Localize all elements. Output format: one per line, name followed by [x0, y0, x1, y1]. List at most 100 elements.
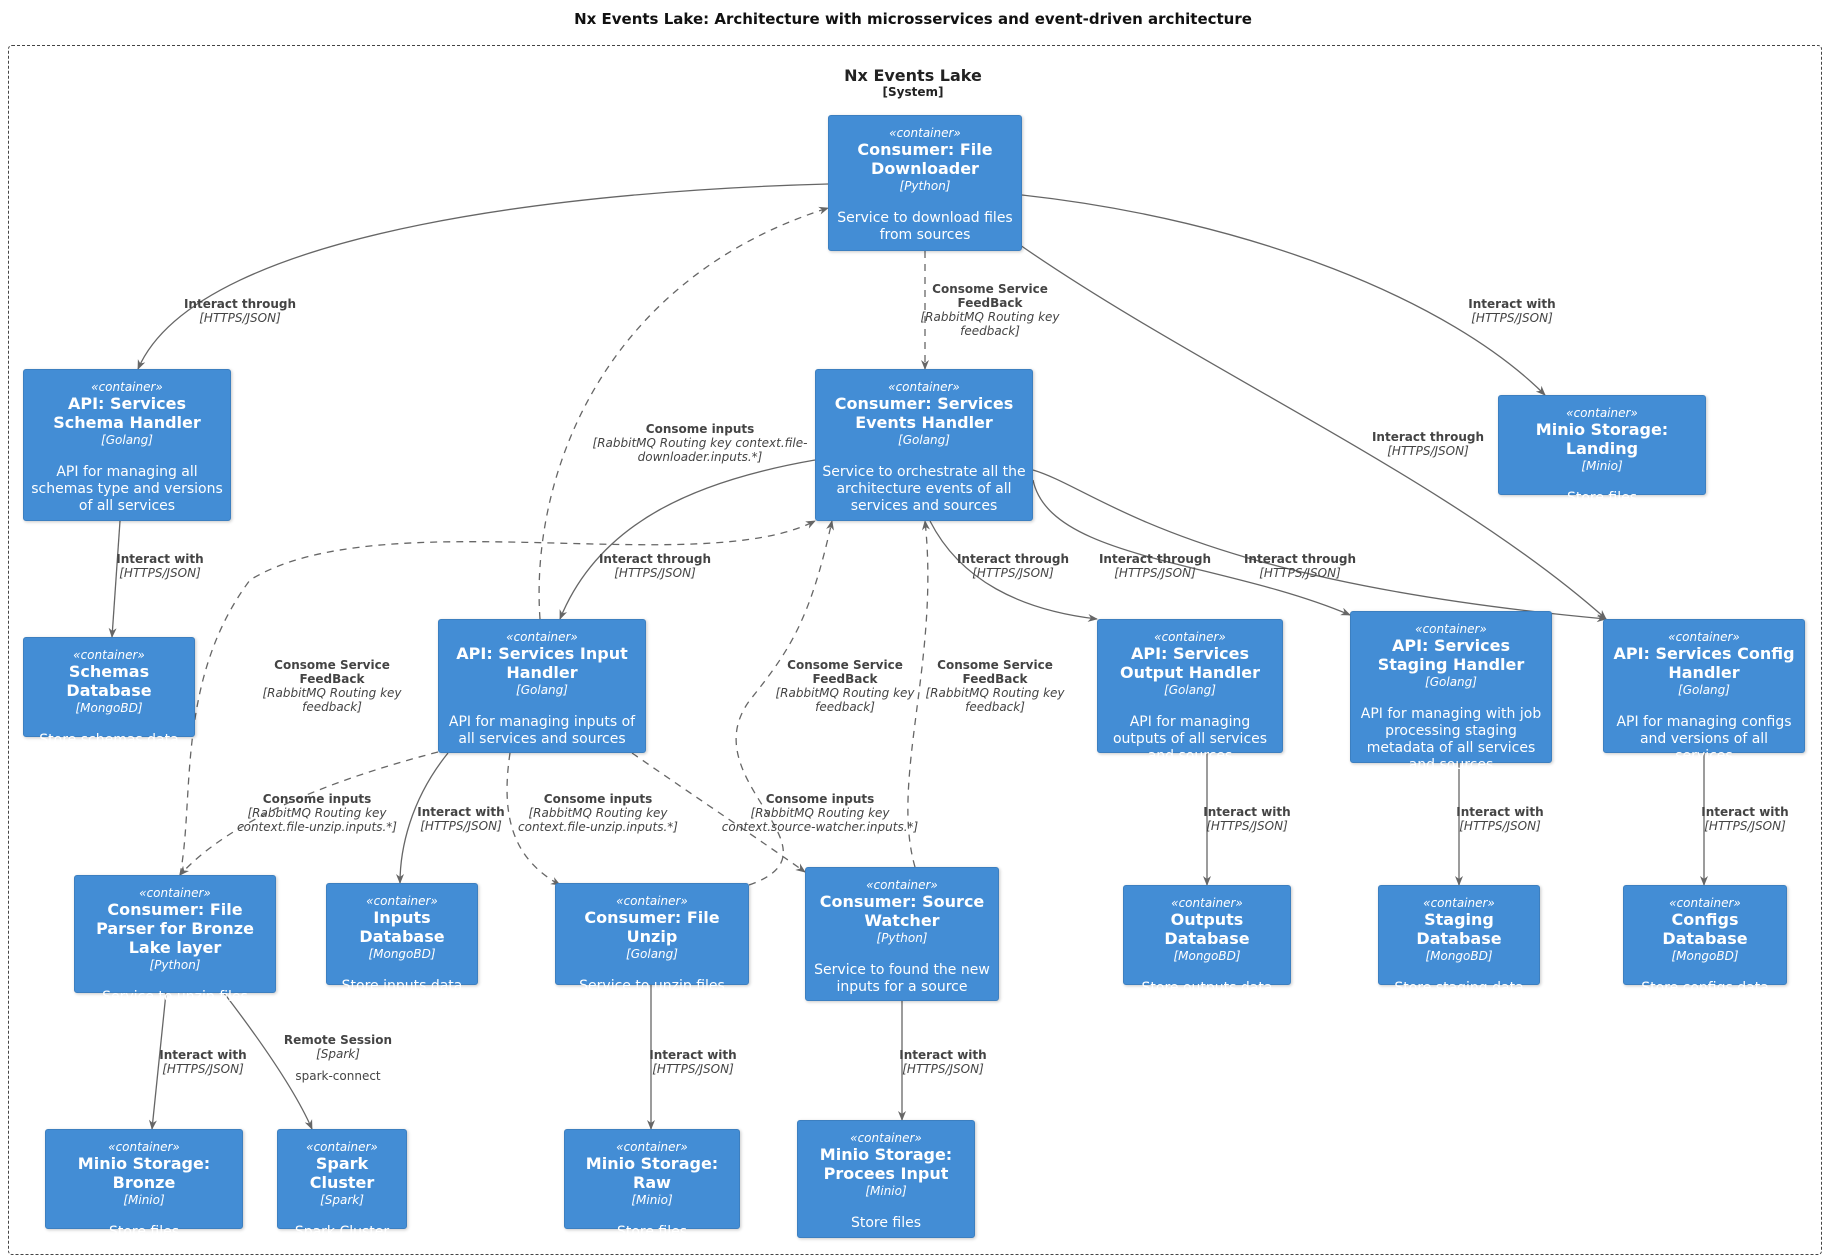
container-stereotype: «container»: [306, 1140, 378, 1154]
container-outputsdb[interactable]: «container»Outputs Database[MongoBD]Stor…: [1123, 885, 1291, 996]
container-downloader[interactable]: «container»Consumer: File Downloader[Pyt…: [828, 115, 1022, 251]
edge-label-tech: [HTTPS/JSON]: [1471, 311, 1553, 325]
container-raw[interactable]: «container»Minio Storage: Raw[Minio]Stor…: [564, 1129, 740, 1240]
edge-label-tech: [HTTPS/JSON]: [1459, 819, 1541, 833]
edge-label-extra: spark-connect: [295, 1069, 381, 1083]
container-technology: [Python]: [899, 179, 951, 193]
container-stereotype: «container»: [366, 894, 438, 908]
container-stereotype: «container»: [1415, 622, 1487, 636]
container-configsdb[interactable]: «container»Configs Database[MongoBD]Stor…: [1623, 885, 1787, 996]
container-name: Consumer: File Downloader: [857, 140, 993, 178]
edge-label: Interact with[HTTPS/JSON]: [618, 1048, 768, 1076]
container-stereotype: «container»: [1669, 896, 1741, 910]
container-technology: [Golang]: [516, 683, 568, 697]
edge-label-tech: [HTTPS/JSON]: [1387, 444, 1469, 458]
edge-events-to-output: [929, 520, 1098, 622]
container-description: API for managing outputs of all services…: [1112, 714, 1268, 764]
edge-label: Remote Session[Spark]spark-connect: [263, 1033, 413, 1083]
container-schemasdb[interactable]: «container»Schemas Database[MongoBD]Stor…: [23, 637, 195, 748]
edge-label-tech: [RabbitMQ Routing key context.file-unzip…: [518, 806, 678, 834]
container-technology: [Golang]: [1678, 683, 1730, 697]
edge-label-text: Consome inputs: [543, 792, 653, 806]
edge-label-text: Interact through: [1371, 430, 1485, 444]
edge-label-tech: [HTTPS/JSON]: [614, 566, 696, 580]
edge-label-text: Interact with: [899, 1048, 987, 1062]
diagram-title: Nx Events Lake: Architecture with micros…: [574, 10, 1252, 28]
edge-label-text: Interact with: [417, 805, 505, 819]
boundary-type: [System]: [882, 85, 944, 99]
container-technology: [MongoBD]: [75, 701, 143, 715]
container-stereotype: «container»: [1154, 630, 1226, 644]
edge-label-text: Interact with: [1468, 297, 1556, 311]
container-description: Store outputs data: [1141, 980, 1273, 996]
container-description: Store files: [850, 1215, 922, 1231]
container-watcher[interactable]: «container»Consumer: Source Watcher[Pyth…: [805, 867, 999, 1001]
edge-parser-to-spark: [223, 992, 313, 1130]
container-description: Store files: [616, 1224, 688, 1240]
container-parser[interactable]: «container»Consumer: File Parser for Bro…: [74, 875, 276, 1005]
container-technology: [Python]: [149, 958, 201, 972]
edge-label: Interact with[HTTPS/JSON]: [868, 1048, 1018, 1076]
container-description: Spark Cluster: [294, 1224, 390, 1240]
container-staging[interactable]: «container»API: Services Staging Handler…: [1350, 611, 1552, 773]
container-name: API: Services Schema Handler: [53, 394, 201, 432]
container-input[interactable]: «container»API: Services Input Handler[G…: [438, 619, 646, 753]
container-technology: [Minio]: [123, 1193, 165, 1207]
container-inputsdb[interactable]: «container»Inputs Database[MongoBD]Store…: [326, 883, 478, 994]
edge-events-to-input: [559, 459, 816, 620]
container-description: API for managing all schemas type and ve…: [31, 464, 223, 514]
container-name: API: Services Input Handler: [456, 644, 628, 682]
edge-input-to-downloader: [538, 206, 829, 620]
edge-label-text: Interact with: [649, 1048, 737, 1062]
edge-label-text: Interact through: [956, 552, 1070, 566]
container-config[interactable]: «container»API: Services Config Handler[…: [1603, 619, 1805, 764]
container-schema[interactable]: «container»API: Services Schema Handler[…: [23, 369, 231, 521]
container-name: Minio Storage: Bronze: [77, 1154, 211, 1192]
container-stereotype: «container»: [1668, 630, 1740, 644]
container-spark[interactable]: «container»Spark Cluster[Spark]Spark Clu…: [277, 1129, 407, 1240]
container-bronze[interactable]: «container»Minio Storage: Bronze[Minio]S…: [45, 1129, 243, 1240]
edge-label: Consome Service FeedBack[RabbitMQ Routin…: [910, 282, 1070, 338]
container-technology: [Golang]: [1425, 675, 1477, 689]
container-output[interactable]: «container»API: Services Output Handler[…: [1097, 619, 1283, 764]
edge-label: Interact with[HTTPS/JSON]: [1437, 297, 1587, 325]
edge-label-text: Interact through: [1243, 552, 1357, 566]
edge-label-tech: [RabbitMQ Routing key context.source-wat…: [721, 806, 919, 834]
edge-label: Interact with[HTTPS/JSON]: [1670, 805, 1820, 833]
edge-label: Interact with[HTTPS/JSON]: [128, 1048, 278, 1076]
edge-label-text: Consome inputs: [765, 792, 875, 806]
container-stereotype: «container»: [1423, 896, 1495, 910]
container-name: Minio Storage: Landing: [1535, 420, 1669, 458]
container-name: Consumer: Services Events Handler: [834, 394, 1014, 432]
container-name: API: Services Staging Handler: [1377, 636, 1525, 674]
container-procinput[interactable]: «container»Minio Storage: Procees Input[…: [797, 1120, 975, 1238]
edge-label-tech: [HTTPS/JSON]: [199, 311, 281, 325]
container-landing[interactable]: «container»Minio Storage: Landing[Minio]…: [1498, 395, 1706, 506]
edge-label-text: Interact with: [1456, 805, 1544, 819]
edge-label-tech: [RabbitMQ Routing key feedback]: [775, 686, 915, 714]
edge-parser-to-events: [179, 520, 816, 876]
boundary-name: Nx Events Lake: [844, 66, 982, 85]
edge-label: Interact with[HTTPS/JSON]: [386, 805, 536, 833]
edge-label: Consome inputs[RabbitMQ Routing key cont…: [498, 792, 698, 834]
container-events[interactable]: «container»Consumer: Services Events Han…: [815, 369, 1033, 521]
edge-input-to-inputsdb: [396, 752, 449, 884]
container-technology: [Minio]: [865, 1184, 907, 1198]
edge-downloader-to-landing: [1021, 194, 1546, 396]
container-description: Service to download files from sources: [837, 210, 1013, 243]
container-stereotype: «container»: [1566, 406, 1638, 420]
container-name: Schemas Database: [66, 662, 152, 700]
edge-label-tech: [RabbitMQ Routing key context.file-unzip…: [237, 806, 397, 834]
edge-label-text: Consome Service FeedBack: [274, 658, 390, 686]
container-name: Staging Database: [1416, 910, 1502, 948]
edge-label-tech: [HTTPS/JSON]: [1114, 566, 1196, 580]
edge-label-tech: [HTTPS/JSON]: [1704, 819, 1786, 833]
edge-label: Consome Service FeedBack[RabbitMQ Routin…: [765, 658, 925, 714]
edge-label-text: Consome Service FeedBack: [932, 282, 1048, 310]
edge-unzip-to-events: [735, 520, 834, 886]
container-stagingdb[interactable]: «container»Staging Database[MongoBD]Stor…: [1378, 885, 1540, 996]
container-stereotype: «container»: [888, 380, 960, 394]
edge-label: Consome inputs[RabbitMQ Routing key cont…: [217, 792, 417, 834]
container-unzip[interactable]: «container»Consumer: File Unzip[Golang]S…: [555, 883, 749, 994]
